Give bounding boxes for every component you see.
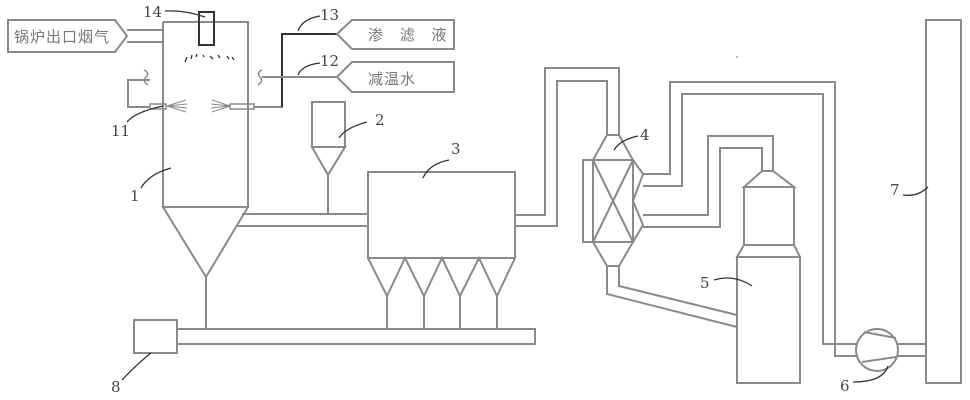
hopper-cone (310, 146, 347, 177)
label-5: 5 (700, 274, 710, 292)
right-nozzle (229, 103, 255, 110)
leader-5 (713, 277, 753, 287)
reactor-bottom-cone (591, 241, 635, 267)
leader-7 (902, 186, 929, 196)
label-8: 8 (111, 378, 121, 396)
leader-4 (613, 135, 639, 151)
left-feed-break-icon (143, 69, 149, 86)
top-nozzle (184, 11, 235, 63)
duct-4-5-inner (643, 147, 763, 228)
right-nozzle-spray-icon (210, 99, 231, 113)
leachate-label: 渗 滤 液 (368, 26, 453, 44)
scrubber-tower (735, 170, 802, 384)
ash-bin (133, 319, 178, 354)
label-14: 14 (143, 3, 162, 21)
stray-dot (736, 56, 738, 58)
ash-conveyor-pipe (176, 328, 536, 345)
fan-housing (855, 328, 899, 372)
leader-12 (297, 62, 321, 76)
catalytic-reactor (582, 134, 645, 267)
scrubber-top-cone (741, 170, 797, 188)
leader-8 (121, 352, 152, 381)
label-11: 11 (111, 122, 130, 140)
duct-4-6-inner (643, 93, 858, 345)
label-4: 4 (640, 126, 650, 144)
ash-conveyor (133, 319, 536, 354)
duct-4-5-bottom-inner (618, 266, 738, 316)
leader-1 (140, 167, 172, 189)
induced-draft-fan (855, 328, 926, 372)
cooling-water-input: 减温水 (262, 61, 455, 93)
leader-11 (126, 105, 164, 123)
leader-2 (338, 121, 368, 139)
reactor-cross-2 (592, 159, 634, 243)
leader-lines (121, 10, 929, 383)
baghouse-body (367, 171, 516, 259)
left-nozzle (149, 103, 167, 110)
baghouse-hoppers (367, 255, 516, 299)
boiler-flue-gas-label: 锅炉出口烟气 (14, 28, 110, 46)
duct-4-5-bottom-outer (606, 266, 738, 328)
top-nozzle-body (198, 11, 215, 46)
number-labels: 14 11 13 12 1 2 3 4 5 6 7 8 (111, 3, 900, 396)
label-7: 7 (890, 181, 900, 199)
leader-13 (297, 15, 321, 32)
reactor-side-panel (582, 159, 594, 243)
spray-tower (161, 21, 250, 329)
chimney (925, 19, 962, 384)
leachate-input: 渗 滤 液 (281, 19, 455, 107)
leader-6 (852, 365, 889, 383)
reactor-side-ports (631, 159, 645, 243)
top-nozzle-spray (184, 53, 235, 63)
label-1: 1 (130, 187, 140, 205)
scrubber-upper (743, 186, 795, 246)
label-6: 6 (840, 377, 850, 395)
leachate-arrow-shape (335, 19, 455, 50)
right-nozzle-feed (254, 77, 283, 108)
leader-14 (164, 10, 206, 18)
spray-tower-body (162, 21, 249, 208)
hopper-body (311, 101, 346, 148)
scrubber-shoulder (735, 244, 802, 258)
right-feed-break-icon (257, 69, 263, 86)
left-nozzle-feed (127, 79, 150, 108)
label-12: 12 (320, 52, 339, 70)
spray-tower-cone (161, 206, 250, 279)
boiler-flue-gas-input: 锅炉出口烟气 (7, 19, 163, 53)
left-nozzle-spray-icon (166, 99, 188, 113)
duct-3-4-inner (515, 80, 608, 227)
fan-blade-top (863, 331, 897, 339)
duct-4-6-outer (643, 81, 858, 357)
boiler-flue-gas-arrow-shape (7, 19, 129, 53)
scrubber-lower (736, 256, 801, 384)
leader-3 (422, 159, 450, 179)
label-3: 3 (451, 140, 461, 158)
cooling-water-arrow-shape (335, 61, 455, 93)
spray-nozzles (127, 69, 283, 113)
label-13: 13 (320, 6, 339, 24)
cooling-water-label: 减温水 (368, 70, 416, 88)
leachate-line (281, 33, 337, 107)
baghouse-filter (367, 171, 516, 329)
absorbent-hopper (310, 101, 347, 214)
duct-4-5-outer (643, 135, 774, 216)
fan-blade-bottom (861, 356, 897, 363)
reactor-top-cone (591, 134, 635, 161)
label-2: 2 (375, 111, 385, 129)
duct-3-4-outer (515, 67, 620, 216)
